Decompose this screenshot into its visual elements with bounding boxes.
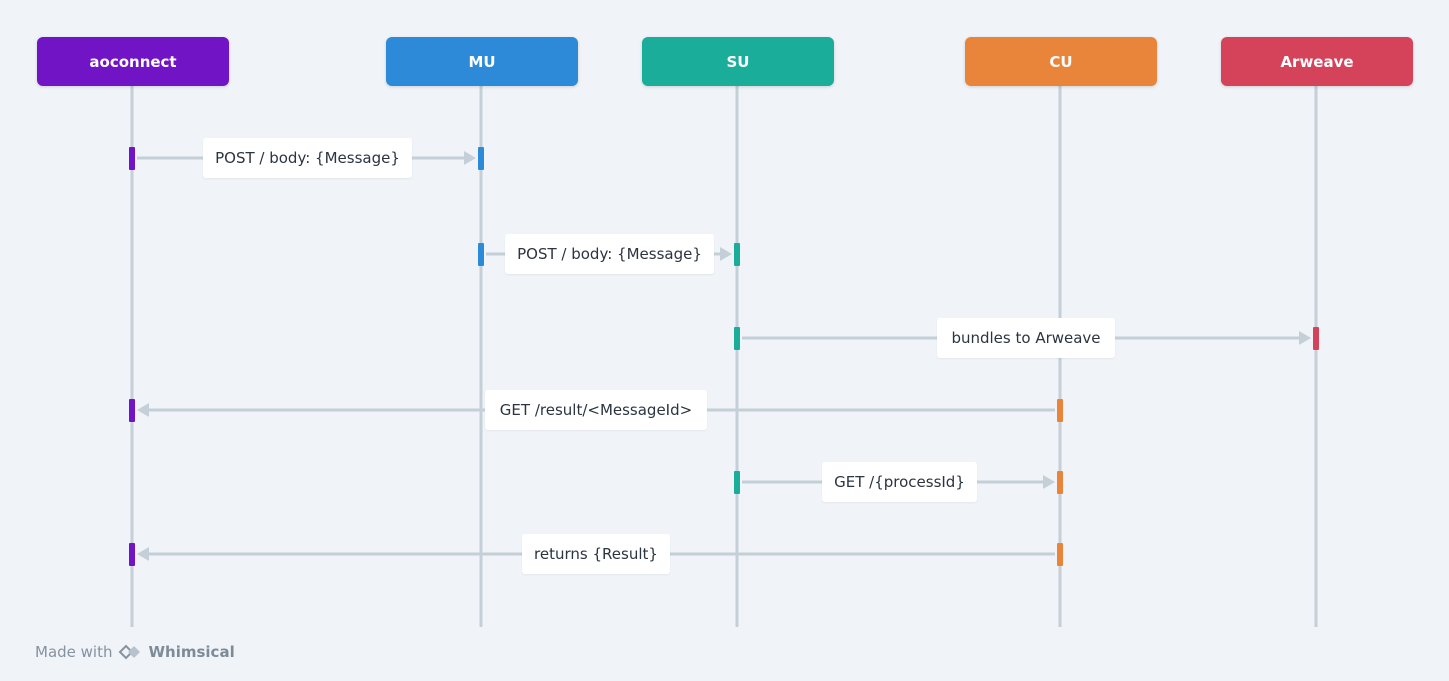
lifeline-aoconnect: [130, 86, 134, 627]
arrowhead-4: [137, 403, 149, 417]
footer-prefix: Made with: [35, 643, 113, 661]
lifeline-su: [735, 86, 739, 627]
message-label[interactable]: GET /result/<MessageId>: [485, 390, 707, 430]
activation-aoconnect: [129, 543, 135, 566]
activation-mu: [478, 147, 484, 170]
activation-cu: [1057, 471, 1063, 494]
actor-mu[interactable]: MU: [386, 37, 578, 86]
lifeline-mu: [479, 86, 483, 627]
arrowhead-3: [1299, 331, 1311, 345]
activation-su: [734, 471, 740, 494]
actor-label: MU: [468, 52, 496, 71]
actor-aoconnect[interactable]: aoconnect: [37, 37, 229, 86]
activation-aoconnect: [129, 147, 135, 170]
activation-cu: [1057, 543, 1063, 566]
lifeline-arweave: [1314, 86, 1318, 627]
footer-branding[interactable]: Made with Whimsical: [35, 643, 235, 661]
message-label[interactable]: POST / body: {Message}: [203, 138, 412, 178]
activation-cu: [1057, 399, 1063, 422]
actor-cu[interactable]: CU: [965, 37, 1157, 86]
activation-mu: [478, 243, 484, 266]
activation-su: [734, 243, 740, 266]
arrowhead-2: [720, 247, 732, 261]
actor-arweave[interactable]: Arweave: [1221, 37, 1413, 86]
message-label[interactable]: POST / body: {Message}: [505, 234, 714, 274]
actor-label: Arweave: [1280, 52, 1354, 71]
activation-aoconnect: [129, 399, 135, 422]
actor-label: SU: [726, 52, 750, 71]
actor-label: CU: [1049, 52, 1073, 71]
actor-su[interactable]: SU: [642, 37, 834, 86]
message-label[interactable]: returns {Result}: [522, 534, 670, 574]
arrowhead-6: [137, 547, 149, 561]
activation-su: [734, 327, 740, 350]
whimsical-logo-icon: [119, 644, 141, 660]
message-label[interactable]: GET /{processId}: [822, 462, 977, 502]
footer-brand: Whimsical: [148, 643, 235, 661]
arrowhead-1: [464, 151, 476, 165]
activation-arweave: [1313, 327, 1319, 350]
actor-label: aoconnect: [89, 52, 177, 71]
arrowhead-5: [1043, 475, 1055, 489]
message-label[interactable]: bundles to Arweave: [937, 318, 1115, 358]
